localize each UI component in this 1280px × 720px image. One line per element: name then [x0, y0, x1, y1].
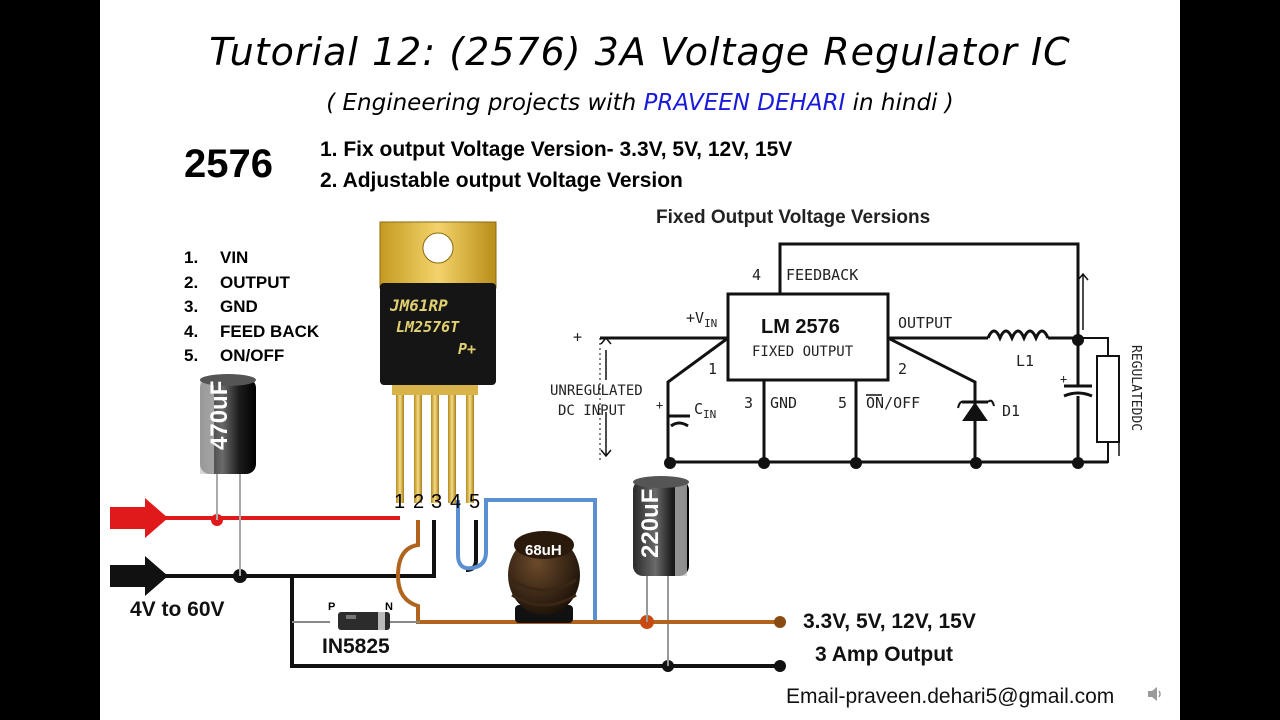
schematic-off: /OFF	[884, 394, 921, 412]
schematic-plus-input: +	[573, 328, 583, 346]
wiring	[110, 470, 786, 672]
inductor-label: 68uH	[525, 542, 562, 559]
subtitle-prefix: ( Engineering projects with	[326, 90, 644, 116]
schematic-feedback: FEEDBACK	[786, 266, 859, 284]
version-fixed: 1. Fix output Voltage Version- 3.3V, 5V,…	[320, 138, 793, 161]
leg-number-2: 2	[413, 491, 425, 513]
schematic-cin: CIN	[694, 400, 716, 421]
chip-number: 2576	[184, 142, 273, 186]
slide-title: Tutorial 12: (2576) 3A Voltage Regulator…	[209, 30, 1071, 74]
ic-marking-1: JM61RP	[390, 296, 448, 315]
diode-p-label: P	[328, 601, 336, 613]
leg-number-1: 1	[394, 491, 406, 513]
schematic-vin-sub: IN	[704, 317, 718, 330]
schematic-on: ON	[866, 394, 885, 412]
cap-220uf-label: 220uF	[637, 488, 664, 558]
inductor-component	[508, 531, 580, 623]
leg-number-4: 4	[450, 491, 462, 513]
schematic-gnd: GND	[770, 394, 798, 412]
pin-num-1: 1.	[184, 248, 199, 267]
output-ground-terminal	[774, 660, 786, 672]
schematic-dc-input: DC INPUT	[558, 403, 626, 419]
input-arrow-black	[110, 556, 168, 596]
pin-num-4: 4.	[184, 322, 199, 341]
feedback-wire-blue	[456, 498, 597, 622]
pin-num-2: 2.	[184, 273, 199, 292]
schematic-nodes	[664, 334, 1084, 469]
schematic-cin-sub: IN	[703, 408, 717, 421]
diode-n-label: N	[385, 601, 393, 613]
pin-num-5: 5.	[184, 346, 199, 365]
footer-email: Email-praveen.dehari5@gmail.com	[786, 685, 1115, 708]
diode-component	[338, 612, 390, 630]
ic-marking-3: P+	[458, 340, 477, 358]
lm2576-chip	[379, 221, 497, 503]
schematic-ic-sub: FIXED OUTPUT	[752, 344, 854, 360]
schematic-cin-label: C	[694, 400, 704, 418]
schematic	[599, 242, 1120, 464]
output-wire-brown	[395, 520, 780, 624]
schematic-d1: D1	[1002, 402, 1021, 420]
schematic-pin3: 3	[744, 394, 754, 412]
schematic-plus-cout: +	[1060, 372, 1068, 386]
subtitle-suffix: in hindi )	[845, 90, 954, 116]
schematic-unregulated: UNREGULATED	[550, 383, 643, 399]
schematic-onoff: ON/OFF	[866, 394, 920, 412]
pin-name-5: ON/OFF	[220, 346, 285, 365]
schematic-pin2: 2	[898, 360, 908, 378]
output-voltages-label: 3.3V, 5V, 12V, 15V	[803, 610, 976, 633]
leg-number-5: 5	[469, 491, 481, 513]
author-name: PRAVEEN DEHARI	[643, 90, 846, 116]
schematic-output: OUTPUT	[898, 314, 953, 332]
input-arrow-red	[110, 498, 168, 538]
capacitor-220uf	[633, 476, 689, 622]
pin-name-2: OUTPUT	[220, 273, 290, 292]
speaker-icon-svg	[1148, 687, 1161, 701]
version-adjustable: 2. Adjustable output Voltage Version	[320, 169, 683, 192]
schematic-pin4: 4	[752, 266, 762, 284]
leg-number-3: 3	[431, 491, 443, 513]
pin-name-3: GND	[220, 297, 258, 316]
schematic-plus-cin: +	[656, 398, 664, 412]
output-terminal	[774, 616, 786, 628]
pin-name-4: FEED BACK	[220, 322, 320, 341]
schematic-pin5: 5	[838, 394, 848, 412]
input-range-label: 4V to 60V	[130, 598, 225, 621]
ic-marking-2: LM2576T	[396, 318, 460, 336]
schematic-l1: L1	[1016, 352, 1035, 370]
schematic-vin: +VIN	[686, 309, 717, 330]
schematic-vin-label: +V	[686, 309, 705, 327]
circuit-graphics	[110, 221, 1120, 672]
schematic-ic-name: LM 2576	[761, 316, 840, 338]
capacitor-470uf	[200, 374, 256, 474]
pin-num-3: 3.	[184, 297, 199, 316]
diode-label: IN5825	[322, 635, 390, 658]
slide-subtitle: ( Engineering projects with PRAVEEN DEHA…	[100, 90, 1180, 116]
schematic-pin1: 1	[708, 360, 718, 378]
output-current-label: 3 Amp Output	[815, 643, 954, 666]
slide: Tutorial 12: (2576) 3A Voltage Regulator…	[100, 0, 1180, 720]
cap-470uf-label: 470uF	[206, 380, 233, 450]
speaker-icon[interactable]	[1146, 684, 1164, 704]
schematic-heading: Fixed Output Voltage Versions	[656, 207, 931, 228]
pin-name-1: VIN	[220, 248, 249, 267]
schematic-regulated-dc: REGULATEDDC	[1128, 345, 1143, 432]
